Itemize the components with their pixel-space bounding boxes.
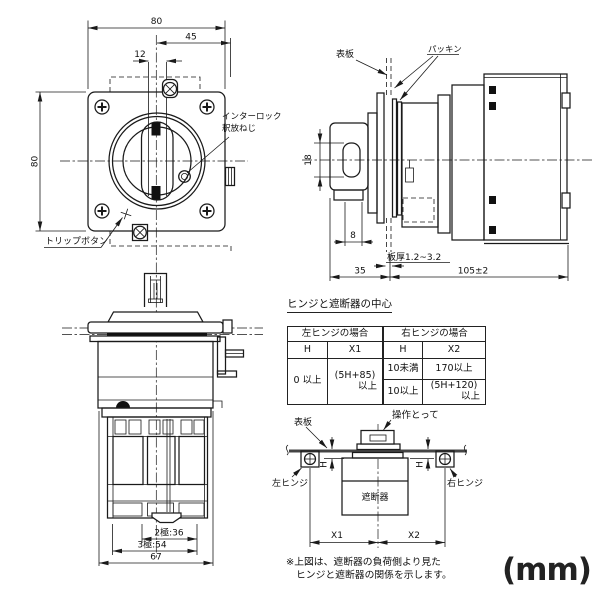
cell-left-x1: (5H+85)以上	[327, 358, 384, 405]
dim-105: 105±2	[458, 267, 488, 277]
dim-2pole: 2極:36	[154, 527, 183, 539]
col-header-h2: H	[382, 341, 423, 359]
dim-80-left: 80	[31, 156, 41, 168]
panel-label-2: 表板	[294, 416, 312, 428]
cell-left-h: 0 以上	[287, 358, 328, 405]
breaker-label: 遮断器	[361, 491, 388, 503]
handle-label: 操作とって	[392, 409, 439, 421]
dim-67: 67	[150, 553, 161, 563]
cell-right-x2-row1: 170以上	[422, 358, 486, 380]
table-header-left: 左ヒンジの場合	[287, 326, 384, 342]
dim-45: 45	[185, 33, 196, 43]
right-hinge-label: 右ヒンジ	[447, 477, 483, 489]
dim-80-top: 80	[151, 17, 163, 27]
plate-thickness-label: 板厚1.2~3.2	[387, 251, 441, 263]
dim-h-right: H	[416, 461, 426, 468]
cell-right-h-row1: 10未満	[382, 358, 423, 380]
dim-12: 12	[134, 50, 145, 60]
cell-left-x1-line1: (5H+85)	[334, 369, 376, 381]
dim-35: 35	[354, 267, 365, 277]
dim-x2: X2	[408, 531, 420, 541]
footnote-line2: ヒンジと遮断器の関係を示します。	[296, 570, 452, 581]
hinge-section-title: ヒンジと遮断器の中心	[287, 296, 392, 313]
dim-8: 8	[350, 231, 356, 241]
col-header-x1: X1	[327, 341, 384, 359]
panel-label: 表板	[336, 48, 354, 60]
cell-left-x1-line2: 以上	[357, 380, 377, 392]
front-view: 80 45 12 80 インターロック 釈放ねじ トリップボタン	[31, 17, 282, 558]
packing-label: パッキン	[428, 45, 462, 55]
dim-3pole: 3極:54	[137, 539, 166, 551]
hinge-table: 左ヒンジの場合 右ヒンジの場合 H X1 H X2 0 以上 (5H+85)以上…	[287, 326, 486, 405]
trip-button-label: トリップボタン	[45, 236, 108, 247]
dim-h-left: H	[320, 461, 330, 468]
dim-x1: X1	[331, 531, 343, 541]
interlock-label-line1: インターロック	[222, 112, 282, 122]
trip-button-mark	[120, 208, 132, 220]
dim-18: 18	[304, 154, 314, 166]
col-header-h1: H	[287, 341, 328, 359]
cell-right-h-row2: 10以上	[382, 379, 423, 405]
hinge-diagram: 遮断器 操作とって 表板 左ヒンジ 右ヒンジ H H X1 X2	[272, 409, 483, 548]
cell-right-x2-row2: (5H+120)以上	[422, 379, 486, 405]
footnote-line1: ※上図は、遮断器の負荷側より見た	[286, 557, 441, 568]
table-header-right: 右ヒンジの場合	[382, 326, 486, 342]
left-hinge-label: 左ヒンジ	[272, 477, 308, 489]
interlock-label-line2: 釈放ねじ	[222, 123, 256, 134]
cell-right-x2-line1: (5H+120)	[430, 380, 478, 392]
side-view: 表板 パッキン 18 8 板厚1.2~3.2 35 105±2	[302, 45, 592, 281]
col-header-x2: X2	[422, 341, 486, 359]
footnote: ※上図は、遮断器の負荷側より見た ヒンジと遮断器の関係を示します。	[286, 556, 452, 582]
cell-right-x2-line2: 以上	[460, 391, 480, 402]
units-label: (mm)	[502, 552, 592, 588]
bottom-view: 2極:36 3極:54 67	[62, 272, 263, 566]
